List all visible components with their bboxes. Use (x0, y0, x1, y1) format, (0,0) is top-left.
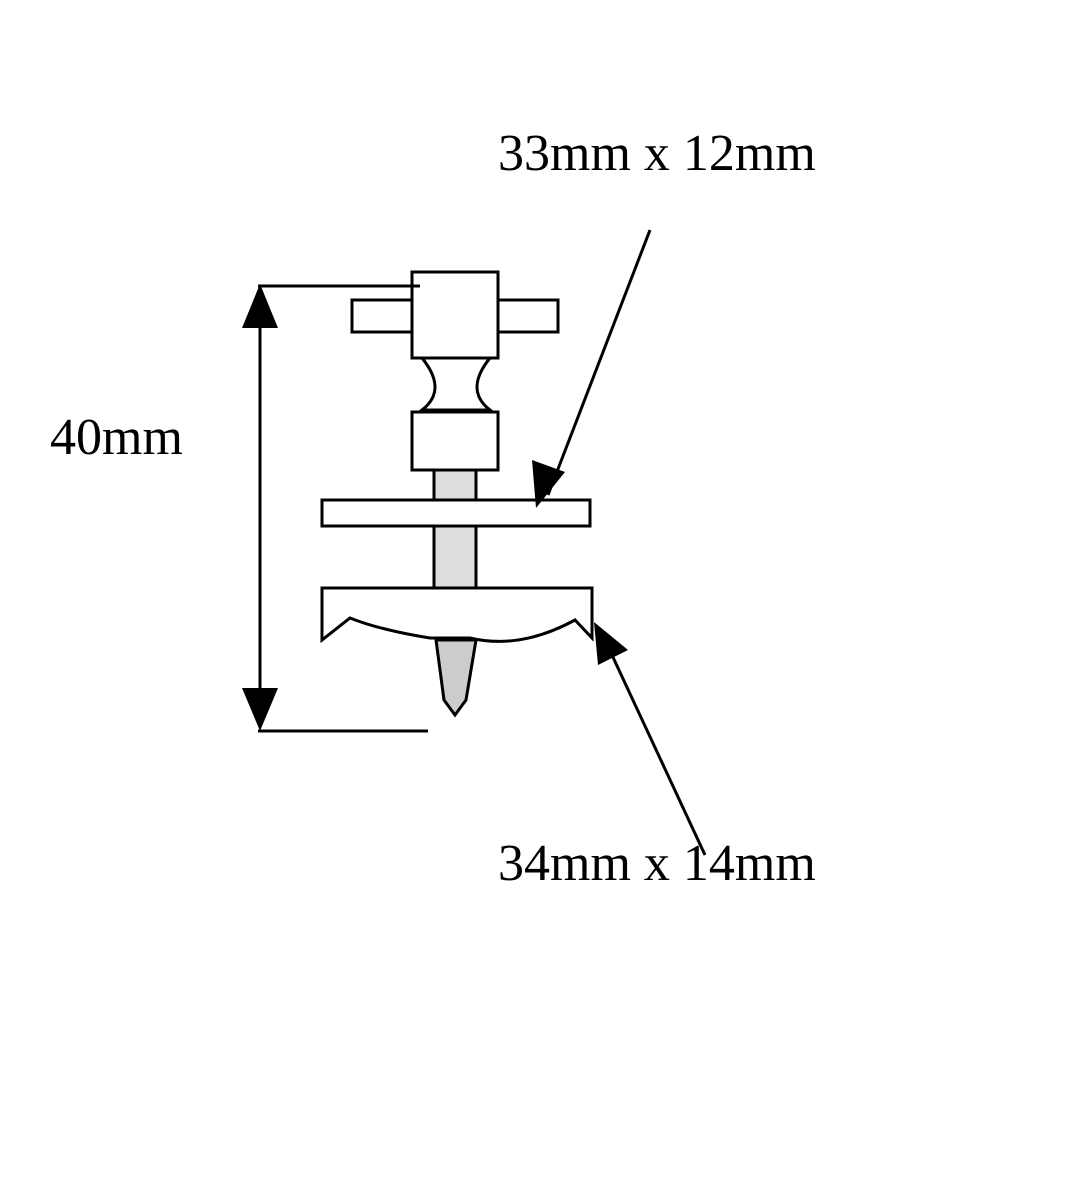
top-washer-label: 33mm x 12mm (498, 125, 816, 182)
bottom-cap-label: 34mm x 14mm (498, 835, 816, 892)
bottom-cap (320, 586, 594, 644)
arrowhead-down-icon (242, 688, 278, 731)
top-washer (320, 498, 592, 528)
height-label: 40mm (50, 409, 183, 466)
arrowhead-bottom-cap-icon (594, 622, 628, 665)
handle-neck (417, 356, 495, 412)
handle-head (410, 270, 500, 360)
leader-arrow-bottom (603, 639, 707, 856)
shaft (432, 468, 478, 592)
screw-tip (434, 638, 478, 718)
arrowhead-top-washer-icon (532, 460, 565, 508)
leader-arrow-top (546, 229, 652, 496)
collar (410, 410, 500, 472)
arrowhead-up-icon (242, 284, 278, 328)
